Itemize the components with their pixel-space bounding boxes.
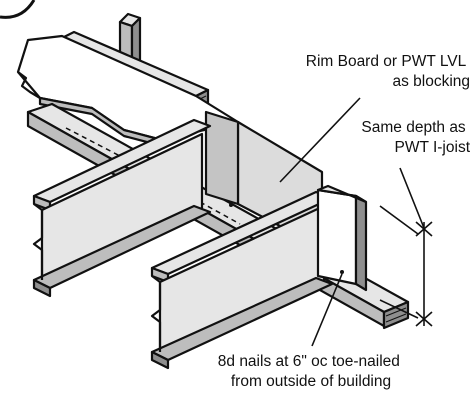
nails-label: 8d nails at 6" oc toe-nailed from outsid… <box>218 353 404 390</box>
detail-badge <box>0 0 36 19</box>
i-joist-right <box>150 190 334 370</box>
i-joist-left <box>32 118 212 298</box>
end-rim-blocking <box>316 184 368 292</box>
same-depth-label: Same depth as PWT I-joist <box>361 119 470 156</box>
leaders <box>279 97 433 347</box>
rim-board-label: Rim Board or PWT LVL as blocking <box>306 53 470 90</box>
